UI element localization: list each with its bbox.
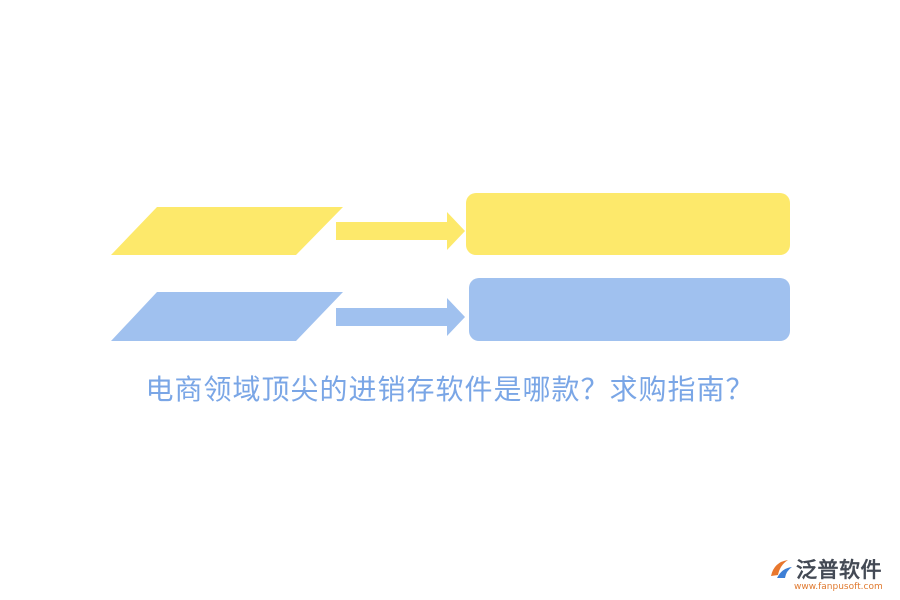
input-parallelogram-1 [111,207,343,255]
brand-name: 泛普软件 [796,558,882,582]
arrow-2 [336,298,465,336]
output-box-2 [469,278,790,341]
brand-logo: 泛普软件 www.fanpusoft.com [768,554,892,594]
brand-url: www.fanpusoft.com [794,582,883,592]
output-box-1 [466,193,790,255]
fanpu-logo-icon [771,560,792,578]
page-title: 电商领域顶尖的进销存软件是哪款？求购指南？ [145,373,755,406]
input-parallelogram-2 [111,292,343,341]
arrow-1 [336,212,465,250]
